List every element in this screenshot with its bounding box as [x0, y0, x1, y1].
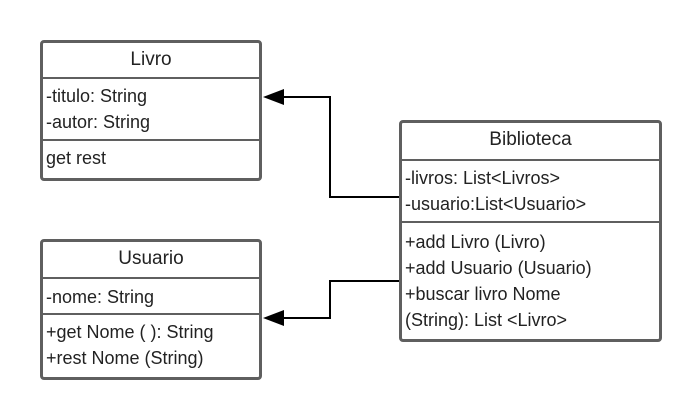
- class-box-livro[interactable]: Livro -titulo: String -autor: String get…: [40, 40, 262, 181]
- method: +rest Nome (String): [46, 348, 204, 368]
- attributes-section: -titulo: String -autor: String: [43, 79, 259, 141]
- method: (String): List <Livro>: [405, 310, 568, 330]
- arrowhead-usuario: [263, 310, 284, 326]
- class-box-usuario[interactable]: Usuario -nome: String +get Nome ( ): Str…: [40, 239, 262, 380]
- attributes-section: -livros: List<Livros> -usuario:List<Usua…: [402, 161, 659, 223]
- attribute: -usuario:List<Usuario>: [405, 194, 587, 214]
- attribute: -nome: String: [46, 287, 155, 307]
- attribute: -titulo: String: [46, 86, 148, 106]
- class-box-biblioteca[interactable]: Biblioteca -livros: List<Livros> -usuari…: [399, 120, 662, 342]
- edge-biblioteca-to-usuario: [283, 280, 399, 319]
- methods-section: +get Nome ( ): String +rest Nome (String…: [43, 315, 259, 371]
- methods-section: +add Livro (Livro) +add Usuario (Usuario…: [402, 223, 659, 333]
- method: +get Nome ( ): String: [46, 322, 214, 342]
- attribute: -livros: List<Livros>: [405, 168, 561, 188]
- class-name: Usuario: [43, 242, 259, 279]
- attribute: -autor: String: [46, 112, 151, 132]
- attributes-section: -nome: String: [43, 279, 259, 315]
- class-name: Livro: [43, 43, 259, 79]
- method: +add Livro (Livro): [405, 232, 546, 252]
- method: get rest: [46, 148, 107, 168]
- class-name: Biblioteca: [402, 123, 659, 161]
- method: +add Usuario (Usuario): [405, 258, 592, 278]
- method: +buscar livro Nome: [405, 284, 561, 304]
- edge-biblioteca-to-livro: [283, 96, 399, 198]
- arrowhead-livro: [263, 89, 284, 105]
- methods-section: get rest: [43, 141, 259, 171]
